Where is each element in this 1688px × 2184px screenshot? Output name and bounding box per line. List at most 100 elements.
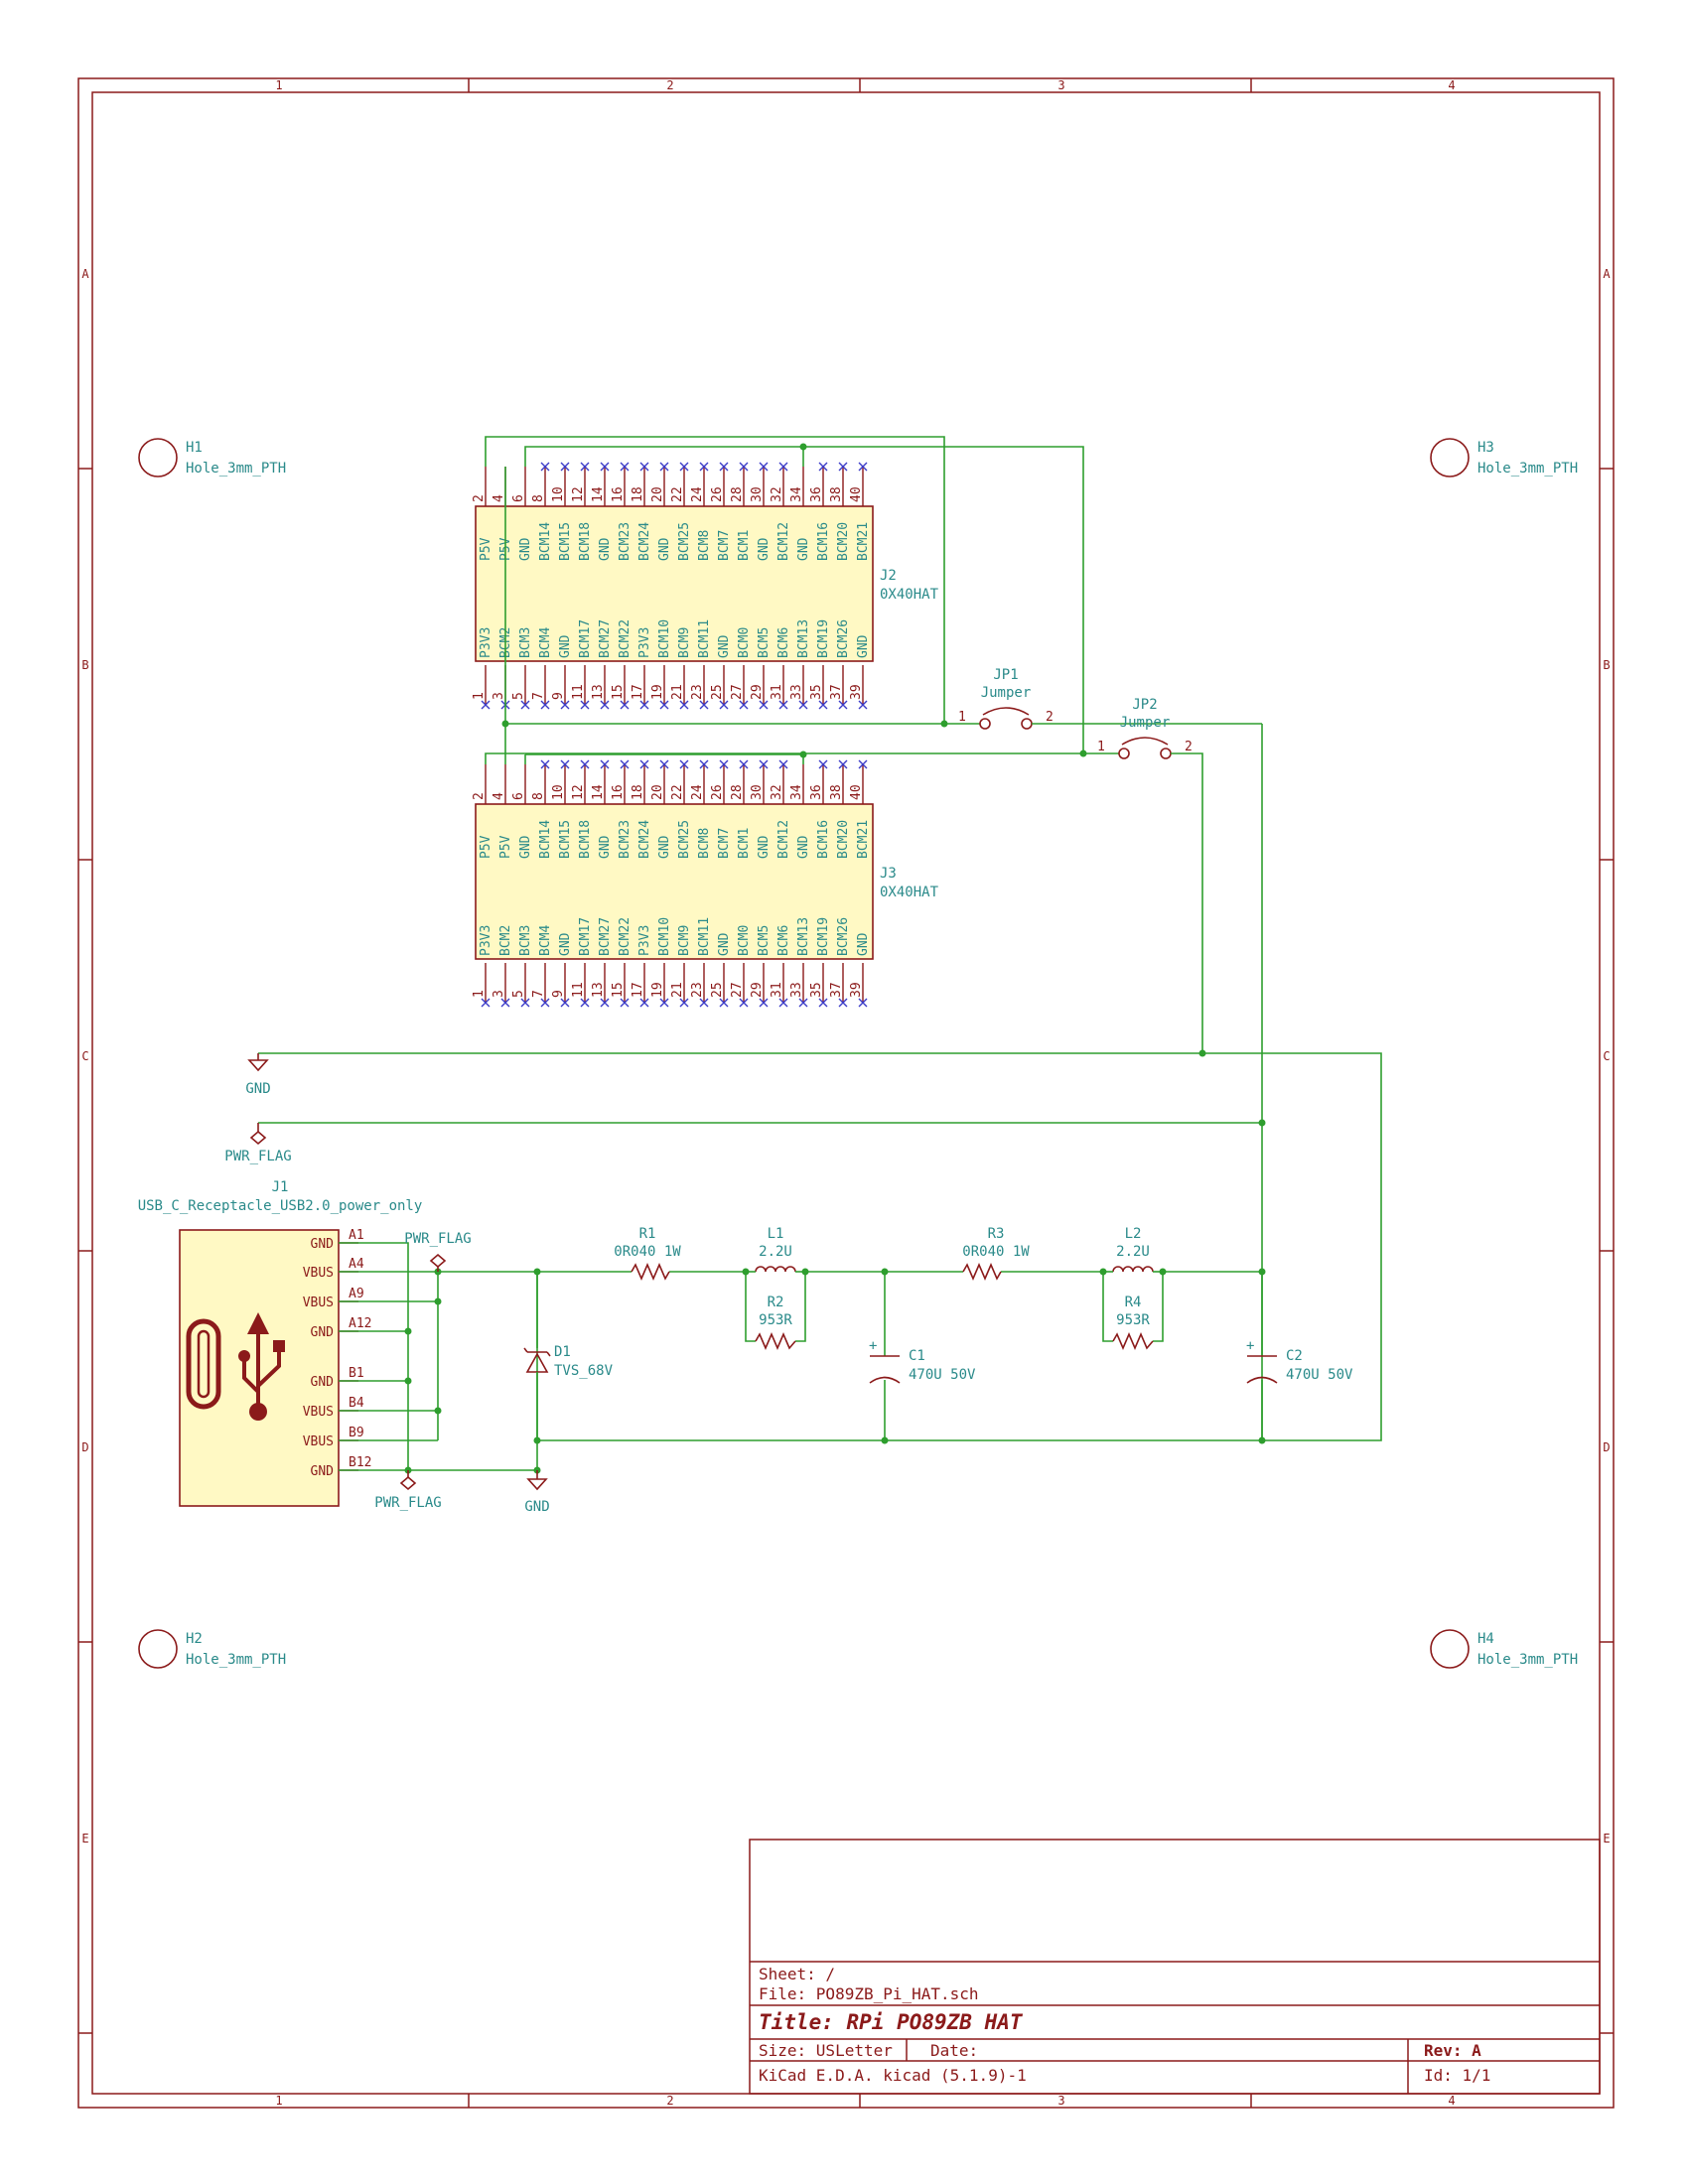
no-connect-marker <box>560 462 570 472</box>
l1-value: 2.2U <box>759 1244 792 1260</box>
no-connect-marker <box>679 998 689 1008</box>
no-connect-marker <box>481 700 491 710</box>
header-j3: P5V2P3V31P5V4BCM23GND6BCM35BCM148BCM47BC… <box>472 759 939 1008</box>
diode-d1: D1 TVS_68V <box>523 1272 614 1440</box>
jumper-jp1: 1 2 JP1 Jumper <box>944 667 1262 730</box>
header-pin-num-odd: 29 <box>750 982 765 998</box>
r2-value: 953R <box>759 1312 792 1328</box>
l2-ref: L2 <box>1125 1226 1142 1242</box>
no-connect-marker <box>858 759 868 769</box>
header-pin-name-even: GND <box>657 537 672 561</box>
header-pin-num-odd: 11 <box>571 982 586 998</box>
header-pin-name-odd: BCM27 <box>598 917 613 956</box>
resistor-r2: R2 953R <box>755 1295 796 1351</box>
no-connect-marker <box>580 998 590 1008</box>
jp1-pin1: 1 <box>958 710 966 725</box>
usb-pins: GNDA1VBUSA4VBUSA9GNDA12GNDB1VBUSB4VBUSB9… <box>303 1228 372 1479</box>
header-wires <box>485 436 1087 764</box>
no-connect-marker <box>580 759 590 769</box>
no-connect-marker <box>798 998 808 1008</box>
header-pin-num-even: 18 <box>631 486 645 502</box>
no-connect-marker <box>540 759 550 769</box>
header-pin-name-even: BCM18 <box>578 820 593 859</box>
header-j2: P5V2P3V31P5V4BCM23GND6BCM35BCM148BCM47BC… <box>472 462 939 710</box>
no-connect-marker <box>481 998 491 1008</box>
header-pin-name-even: BCM23 <box>618 820 633 859</box>
hole-h3-value: Hole_3mm_PTH <box>1477 461 1578 477</box>
no-connect-marker <box>759 998 769 1008</box>
header-pin-name-odd: BCM13 <box>796 917 811 956</box>
capacitor-c2: + C2 470U 50V <box>1246 1338 1353 1384</box>
row-d-right: D <box>1603 1440 1610 1454</box>
c2-plus: + <box>1246 1338 1254 1354</box>
usb-pin-name: VBUS <box>303 1296 334 1310</box>
usb-pin-name: VBUS <box>303 1434 334 1449</box>
usb-logo-icon <box>238 1312 285 1421</box>
header-pin-num-even: 20 <box>650 784 665 800</box>
c1-value: 470U 50V <box>909 1367 976 1383</box>
header-j3-pins: P5V2P3V31P5V4BCM23GND6BCM35BCM148BCM47BC… <box>472 759 871 1008</box>
header-pin-name-even: P5V <box>498 835 513 859</box>
header-pin-name-odd: P3V3 <box>479 925 493 956</box>
header-pin-num-even: 36 <box>809 486 824 502</box>
hole-h4-value: Hole_3mm_PTH <box>1477 1652 1578 1668</box>
usb-wires <box>339 1242 614 1474</box>
usb-c-plug-icon <box>186 1318 221 1410</box>
header-pin-name-odd: P3V3 <box>637 627 652 658</box>
tb-rev: Rev: A <box>1424 2041 1481 2060</box>
header-pin-num-even: 2 <box>472 792 487 800</box>
header-pin-name-odd: BCM19 <box>816 619 831 658</box>
header-pin-name-even: BCM14 <box>538 820 553 859</box>
header-pin-name-odd: BCM2 <box>498 925 513 956</box>
header-pin-num-even: 40 <box>849 784 864 800</box>
l1-ref: L1 <box>768 1226 784 1242</box>
header-pin-num-even: 10 <box>551 784 566 800</box>
c2-value: 470U 50V <box>1286 1367 1353 1383</box>
header-j2-value: 0X40HAT <box>880 587 939 603</box>
usb-pin-num: B4 <box>349 1396 364 1411</box>
tb-size: Size: USLetter <box>759 2041 893 2060</box>
tb-title: Title: RPi PO89ZB HAT <box>759 2010 1024 2034</box>
jp2-value: Jumper <box>1120 715 1171 731</box>
no-connect-marker <box>719 700 729 710</box>
header-pin-name-odd: BCM3 <box>518 925 533 956</box>
c2-ref: C2 <box>1286 1348 1303 1364</box>
usb-pin-num: B9 <box>349 1426 364 1440</box>
gnd-symbol-top: GND <box>245 1053 271 1097</box>
r1-ref: R1 <box>639 1226 656 1242</box>
drawing-frame: 1 2 3 4 1 2 3 4 A B C D E A B C D E <box>77 77 1615 2109</box>
header-pin-num-odd: 19 <box>650 684 665 700</box>
header-pin-num-even: 28 <box>730 784 745 800</box>
no-connect-marker <box>818 700 828 710</box>
header-pin-name-even: BCM25 <box>677 522 692 561</box>
usb-pin-name: VBUS <box>303 1266 334 1281</box>
no-connect-marker <box>639 998 649 1008</box>
usb-pin-name: GND <box>311 1325 335 1340</box>
jp2-pin2: 2 <box>1185 740 1193 754</box>
no-connect-marker <box>739 998 749 1008</box>
header-pin-num-even: 32 <box>770 486 784 502</box>
c1-ref: C1 <box>909 1348 925 1364</box>
no-connect-marker <box>778 700 788 710</box>
no-connect-marker <box>560 700 570 710</box>
header-pin-name-odd: P3V3 <box>637 925 652 956</box>
header-pin-name-odd: BCM0 <box>737 627 752 658</box>
header-pin-name-even: BCM20 <box>836 522 851 561</box>
header-pin-name-even: P5V <box>479 835 493 859</box>
no-connect-marker <box>580 462 590 472</box>
usb-pin-num: B12 <box>349 1455 371 1470</box>
header-j3-ref: J3 <box>880 866 897 882</box>
no-connect-marker <box>659 462 669 472</box>
header-pin-name-odd: BCM0 <box>737 925 752 956</box>
header-pin-num-odd: 1 <box>472 990 487 998</box>
header-pin-num-even: 20 <box>650 486 665 502</box>
no-connect-marker <box>659 998 669 1008</box>
no-connect-marker <box>719 462 729 472</box>
header-pin-num-odd: 17 <box>631 982 645 998</box>
d1-ref: D1 <box>554 1344 571 1360</box>
no-connect-marker <box>639 462 649 472</box>
header-pin-name-odd: BCM22 <box>618 917 633 956</box>
row-d-left: D <box>81 1440 88 1454</box>
no-connect-marker <box>759 700 769 710</box>
